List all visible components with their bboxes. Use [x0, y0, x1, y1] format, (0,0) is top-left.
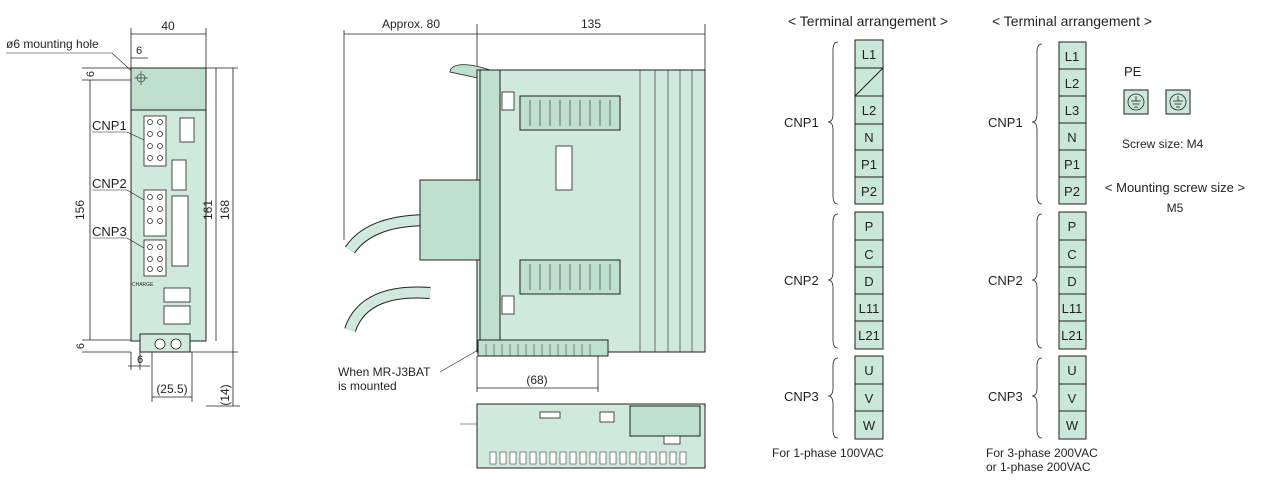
- ground-terminal-1-icon: [1123, 89, 1149, 115]
- t3-cnp2-0: P: [1068, 219, 1077, 234]
- t1-cnp2-1: C: [864, 247, 873, 262]
- front-view: 40 ø6 mounting hole 6 6: [6, 19, 240, 407]
- approx-80-dim: Approx. 80: [382, 17, 440, 31]
- t1-cnp2-4: L21: [858, 328, 880, 343]
- t1-cnp1-4: P1: [861, 157, 877, 172]
- front-cnp1-label: CNP1: [92, 118, 127, 133]
- t3-cnp1-3: N: [1067, 130, 1076, 145]
- t1-cnp1-label: CNP1: [784, 115, 819, 130]
- t1-cnp3-label: CNP3: [784, 389, 819, 404]
- charge-label: CHARGE: [132, 282, 154, 288]
- front-cnp3-label: CNP3: [92, 224, 127, 239]
- t1-caption: For 1-phase 100VAC: [772, 446, 884, 460]
- height-168-dim: 168: [218, 200, 232, 220]
- t1-cnp2-0: P: [865, 219, 874, 234]
- t3-cnp1-1: L2: [1065, 76, 1079, 91]
- t3-cnp1-2: L3: [1065, 103, 1079, 118]
- ground-terminal-2-icon: [1165, 89, 1191, 115]
- terminal-title-1phase: < Terminal arrangement >: [788, 13, 948, 29]
- top-margin-dim: 6: [85, 71, 97, 77]
- bottom-width-dim: (25.5): [156, 382, 187, 396]
- t3-cnp2-label: CNP2: [988, 273, 1023, 288]
- t3-cnp2-3: L11: [1062, 301, 1083, 316]
- front-cnp2-label: CNP2: [92, 176, 127, 191]
- battery-note-line1: When MR-J3BAT: [338, 365, 431, 379]
- mounting-screw-value: M5: [1167, 201, 1184, 215]
- pe-label: PE: [1124, 64, 1142, 79]
- battery-68-dim: (68): [526, 373, 547, 387]
- height-161-dim: 161: [201, 200, 215, 220]
- mounting-screw-title: < Mounting screw size >: [1105, 180, 1245, 195]
- height-156-dim: 156: [73, 200, 87, 220]
- bottom-margin-dim: 6: [75, 343, 87, 349]
- terminal-arrangement-1phase: < Terminal arrangement > L1 L2 N P1 P2 P…: [772, 13, 948, 460]
- t1-cnp3-0: U: [864, 363, 873, 378]
- depth-135-dim: 135: [581, 17, 601, 31]
- t3-caption-line1: For 3-phase 200VAC: [986, 446, 1098, 460]
- bottom-offset-x: 6: [137, 354, 143, 366]
- front-width-dim: 40: [161, 19, 175, 33]
- t1-cnp2-2: D: [864, 274, 873, 289]
- t1-cnp1-5: P2: [861, 184, 877, 199]
- t3-cnp3-1: V: [1068, 391, 1077, 406]
- t3-cnp2-1: C: [1067, 247, 1076, 262]
- mounting-hole-label: ø6 mounting hole: [6, 37, 99, 51]
- terminal-title-3phase: < Terminal arrangement >: [992, 13, 1152, 29]
- side-view: Approx. 80 135: [338, 17, 706, 469]
- t3-cnp3-0: U: [1067, 363, 1076, 378]
- t1-cnp2-3: L11: [859, 301, 880, 316]
- t3-cnp3-2: W: [1066, 418, 1079, 433]
- t3-cnp1-5: P2: [1064, 184, 1080, 199]
- t3-cnp2-4: L21: [1061, 328, 1083, 343]
- t3-cnp3-label: CNP3: [988, 389, 1023, 404]
- pe-screw-size: Screw size: M4: [1122, 137, 1204, 151]
- t3-cnp1-0: L1: [1065, 49, 1079, 64]
- t3-cnp2-2: D: [1067, 274, 1076, 289]
- t1-cnp1-0: L1: [862, 47, 876, 62]
- t1-cnp3-1: V: [865, 391, 874, 406]
- t1-cnp2-label: CNP2: [784, 273, 819, 288]
- t1-cnp3-2: W: [863, 418, 876, 433]
- t3-cnp1-4: P1: [1064, 157, 1080, 172]
- terminal-arrangement-3phase: < Terminal arrangement > L1 L2 L3 N P1 P…: [986, 13, 1152, 474]
- bottom-depth-dim: (14): [218, 384, 232, 405]
- hole-offset-x: 6: [136, 45, 142, 57]
- battery-note-line2: is mounted: [338, 379, 397, 393]
- t1-cnp1-3: N: [864, 130, 873, 145]
- t3-cnp1-label: CNP1: [988, 115, 1023, 130]
- t3-caption-line2: or 1-phase 200VAC: [986, 460, 1091, 474]
- pe-section: PE Screw size: M4 < Mounting screw size …: [1105, 64, 1245, 215]
- t1-cnp1-2: L2: [862, 103, 876, 118]
